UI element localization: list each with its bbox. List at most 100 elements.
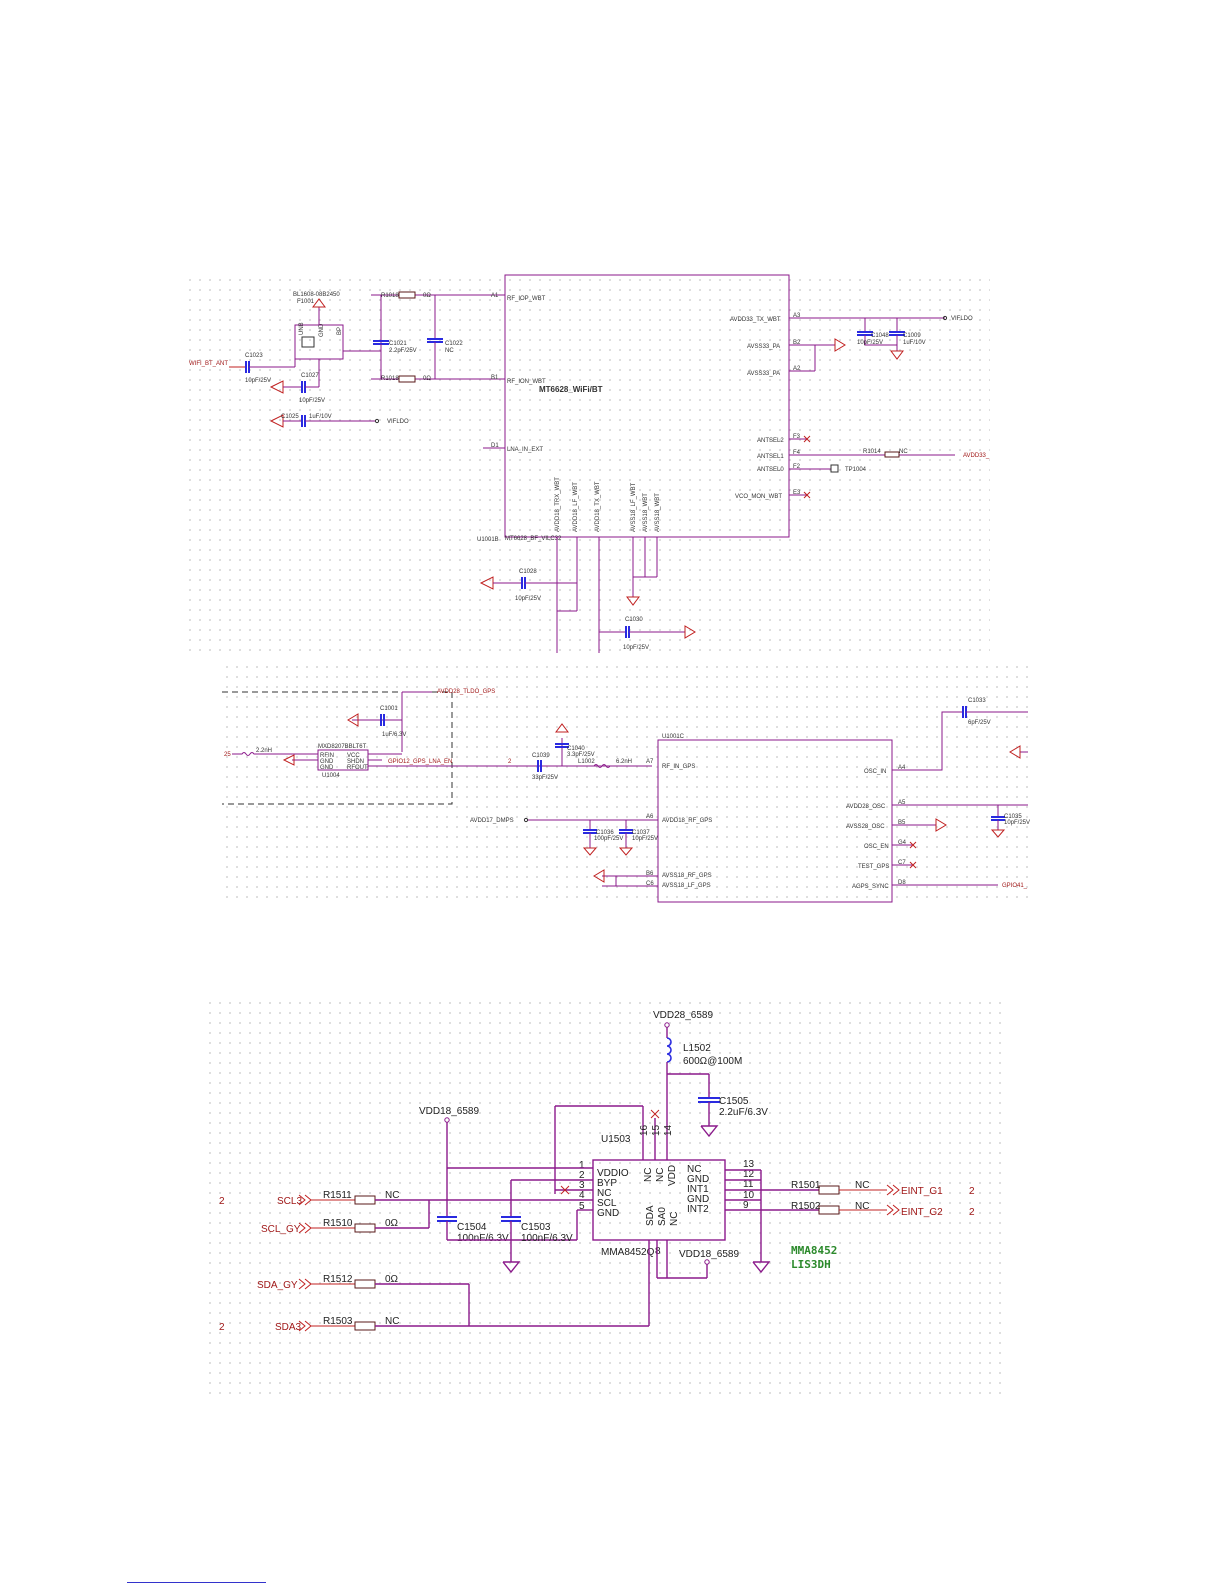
pin-num: A3 [793, 313, 801, 319]
pin-name: VDDIO [597, 1168, 629, 1179]
c1033-ref: C1033 [968, 698, 986, 704]
balun-pin: GND [319, 323, 325, 337]
bottom-pin-name: SA0 [657, 1207, 668, 1226]
lna-pin: SHDN [347, 759, 364, 765]
c1028-ref: C1028 [519, 569, 537, 575]
pin-num: 1 [579, 1160, 585, 1171]
c1030-ref: C1030 [625, 617, 643, 623]
ground-symbol [555, 723, 569, 733]
alt-part-1: MMA8452 [791, 1244, 837, 1257]
pin-name: INT1 [687, 1184, 709, 1195]
pin-name: AVDD18_TX_WBT [595, 481, 601, 532]
pin-num: A6 [646, 814, 654, 820]
pin-name: AVDD28_OSC [846, 804, 886, 810]
resistor [818, 1185, 840, 1195]
wifi-bt-schematic: MT6628_WiFi/BT U1001B MT6628_BF_VILC32 A… [189, 274, 990, 653]
pin-name: ANTSEL1 [757, 454, 784, 460]
pin-num: F4 [793, 450, 801, 456]
bottom-pin-name: NC [669, 1212, 680, 1226]
c1027-val: 10pF/25V [299, 398, 325, 404]
pin-num: E3 [793, 490, 801, 496]
pin-num: A5 [898, 800, 906, 806]
inductor-label: 2.2nH [256, 748, 272, 754]
pin-num: F2 [793, 464, 801, 470]
ground-symbol [347, 713, 359, 727]
r1502-ref: R1502 [791, 1201, 821, 1212]
pin-name: RF_IOP_WBT [507, 296, 546, 302]
alt-part-2: LIS3DH [791, 1258, 831, 1271]
r1502-val: NC [855, 1201, 869, 1212]
bottom-pin-num: 8 [655, 1246, 661, 1257]
balun-glyph [301, 336, 315, 348]
balun-pin: BP [337, 327, 343, 335]
test-point [830, 464, 839, 473]
ground-symbol [890, 350, 904, 360]
u1503-right-pins: NC GND INT1 GND INT2 13 12 11 10 9 [687, 1159, 755, 1215]
ground-symbol [269, 380, 284, 394]
net-sda-gy: SDA_GY [257, 1280, 298, 1291]
unit-ref: U1001B [477, 537, 499, 543]
pin-name: AVSS18_WBT [643, 493, 649, 532]
r1510-val: 0Ω [385, 1218, 399, 1229]
accelerometer-schematic: VDD28_6589 L1502 600Ω@100M C1505 2.2uF/6… [219, 1010, 975, 1333]
pin-name: AVSS33_PA [747, 344, 780, 350]
r1501-val: NC [855, 1180, 869, 1191]
c1022-ref: C1022 [445, 341, 463, 347]
pin-num: F3 [793, 434, 801, 440]
net-gpio-lna: GPIO12_GPS_LNA_EN [388, 759, 452, 765]
pin-num: D8 [898, 880, 906, 886]
pin-num: D1 [491, 443, 499, 449]
ground-symbol [935, 818, 947, 832]
ground-symbol [282, 754, 295, 766]
pin-num: G4 [898, 840, 907, 846]
pin-num: 12 [743, 1169, 755, 1180]
bottom-pin-name: SDA [645, 1205, 656, 1226]
pin-num: 13 [743, 1159, 755, 1170]
resistor [354, 1223, 376, 1233]
line-number-25: 25 [224, 752, 231, 758]
ground-symbol [582, 847, 598, 856]
net-sda3: SDA3 [275, 1322, 302, 1333]
pin-num: 10 [743, 1190, 755, 1201]
net-avdd28: AVDD28_TLDO_GPS [437, 689, 495, 695]
u1503-ref: U1503 [601, 1134, 631, 1145]
r1014-val: NC [899, 449, 908, 455]
c1001-val: 1uF/6.3V [382, 732, 406, 738]
pin-name: AVSS33_PA [747, 371, 780, 377]
c1037-ref: C1037 [632, 830, 650, 836]
pin-num: A1 [491, 293, 499, 299]
net-avdd17: AVDD17_DMPS [470, 818, 514, 824]
lna-pin: RFIN [320, 753, 334, 759]
mt6628-chip-body [504, 274, 790, 538]
c1021-ref: C1021 [389, 341, 407, 347]
net-eint-g1: EINT_G1 [901, 1186, 943, 1197]
footer-divider [127, 1582, 266, 1583]
net-scl3: SCL3 [277, 1196, 302, 1207]
unit-part: MT6628_BF_VILC32 [505, 536, 562, 542]
wifi-bt-schematic-panel: MT6628_WiFi/BT U1001B MT6628_BF_VILC32 A… [185, 274, 990, 653]
net-wifi-bt-ant: WIFI_BT_ANT [189, 361, 228, 367]
pin-name: AVDD18_LF_WBT [573, 482, 579, 532]
resistor [354, 1279, 376, 1289]
u1503-left-pins: VDDIO BYP NC SCL GND 1 2 3 4 5 [579, 1160, 629, 1219]
c1023-val: 10pF/25V [245, 378, 271, 384]
c1027-ref: C1027 [301, 373, 319, 379]
c1025-ref: C1025 [281, 414, 299, 420]
c1040-val: 3.3pF/25V [567, 752, 595, 758]
net-gpio41: GPIO41_ [1002, 883, 1028, 889]
c1040-ref: C1040 [567, 746, 585, 752]
c1039-val: 33pF/25V [532, 775, 558, 781]
pin-name: AVSS18_LF_GPS [662, 883, 711, 889]
accelerometer-schematic-panel: VDD28_6589 L1502 600Ω@100M C1505 2.2uF/6… [205, 998, 1005, 1400]
c1009-val: 1uF/10V [903, 340, 926, 346]
top-pin-name: NC [655, 1168, 666, 1182]
resistor [398, 291, 416, 299]
pin-num: B1 [491, 375, 499, 381]
pin-num: 11 [743, 1179, 754, 1190]
net-vifldo-right: VIFLDO [951, 316, 973, 322]
pin-num: C7 [898, 860, 906, 866]
r1018-top-ref: R1018 [381, 293, 399, 299]
lna-pin: GND [320, 765, 334, 771]
ground-symbol [593, 869, 605, 883]
resistor [398, 375, 416, 383]
